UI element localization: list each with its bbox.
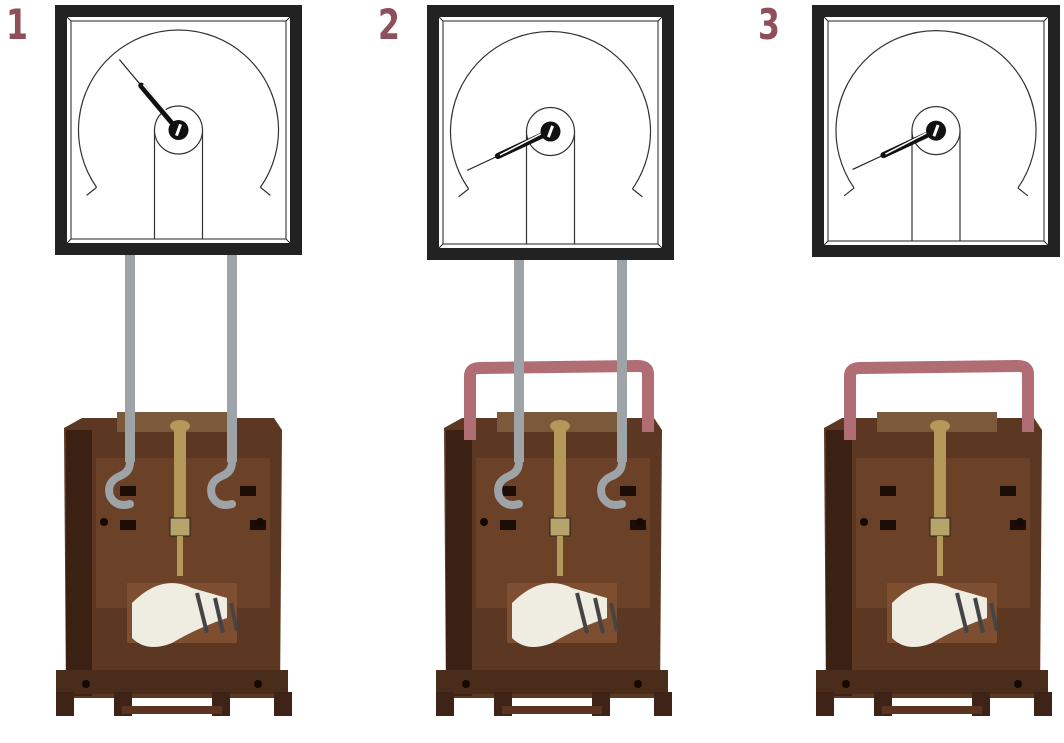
terminal-screw-head [930, 420, 950, 432]
mounting-foot [1034, 692, 1052, 716]
base-rail [502, 706, 602, 714]
terminal-hole [880, 486, 896, 496]
base-rail [122, 706, 222, 714]
mount-hole [1016, 518, 1024, 526]
terminal-hole [1000, 486, 1016, 496]
terminal-stud [937, 536, 943, 576]
mount-hole [100, 518, 108, 526]
terminal-screw-shaft [934, 426, 946, 526]
step-1-panel [56, 11, 296, 716]
terminal-screw-head [170, 420, 190, 432]
terminal-hole [620, 486, 636, 496]
terminal-stud [177, 536, 183, 576]
transformer-side [66, 430, 92, 696]
step-2-panel [433, 11, 672, 716]
terminal-screw-head [550, 420, 570, 432]
terminal-hole [880, 520, 896, 530]
mounting-foot [436, 692, 454, 716]
base-hole [842, 680, 850, 688]
step-1-meter [61, 11, 296, 249]
transformer-side [446, 430, 472, 696]
transformer-base [816, 670, 1048, 694]
terminal-screw-shaft [554, 426, 566, 526]
step-3-number: 3 [758, 4, 780, 46]
step-3-panel [816, 11, 1054, 716]
terminal-screw-shaft [174, 426, 186, 526]
base-hole [254, 680, 262, 688]
transformer-side [826, 430, 852, 696]
base-rail [882, 706, 982, 714]
mounting-foot [816, 692, 834, 716]
terminal-nut [930, 518, 950, 536]
terminal-nut [550, 518, 570, 536]
mounting-foot [274, 692, 292, 716]
terminal-hole [120, 486, 136, 496]
base-hole [1014, 680, 1022, 688]
terminal-hole [240, 486, 256, 496]
step-3-meter [818, 11, 1054, 251]
mount-hole [860, 518, 868, 526]
step-3-current-transformer [816, 412, 1052, 716]
transformer-base [56, 670, 288, 694]
mount-hole [480, 518, 488, 526]
step-2-meter [433, 11, 668, 254]
terminal-nut [170, 518, 190, 536]
transformer-base [436, 670, 668, 694]
terminal-hole [120, 520, 136, 530]
step-1-number: 1 [6, 4, 28, 46]
step-1-current-transformer [56, 412, 292, 716]
mount-hole [256, 518, 264, 526]
step-2-current-transformer [436, 412, 672, 716]
terminal-stud [557, 536, 563, 576]
step-2-number: 2 [378, 4, 400, 46]
mount-hole [636, 518, 644, 526]
base-hole [82, 680, 90, 688]
mounting-foot [654, 692, 672, 716]
terminal-hole [500, 520, 516, 530]
base-hole [462, 680, 470, 688]
mounting-foot [56, 692, 74, 716]
base-hole [634, 680, 642, 688]
